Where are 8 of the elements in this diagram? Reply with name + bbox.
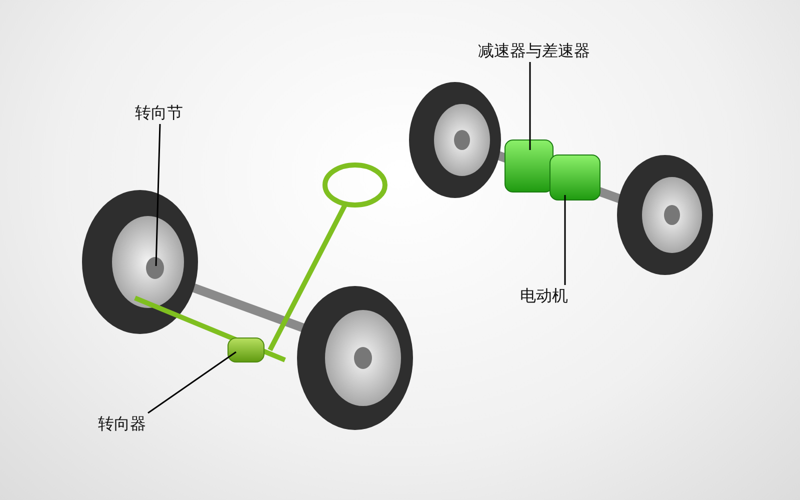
part-label: 减速器与差速器 [478, 40, 590, 62]
leader-line [148, 351, 236, 414]
leader-line [564, 195, 566, 285]
leader-line [155, 124, 161, 266]
part-label: 电动机 [520, 285, 568, 307]
part-label: 转向器 [98, 413, 146, 435]
part-label: 转向节 [135, 102, 183, 124]
leader-line [529, 62, 531, 150]
